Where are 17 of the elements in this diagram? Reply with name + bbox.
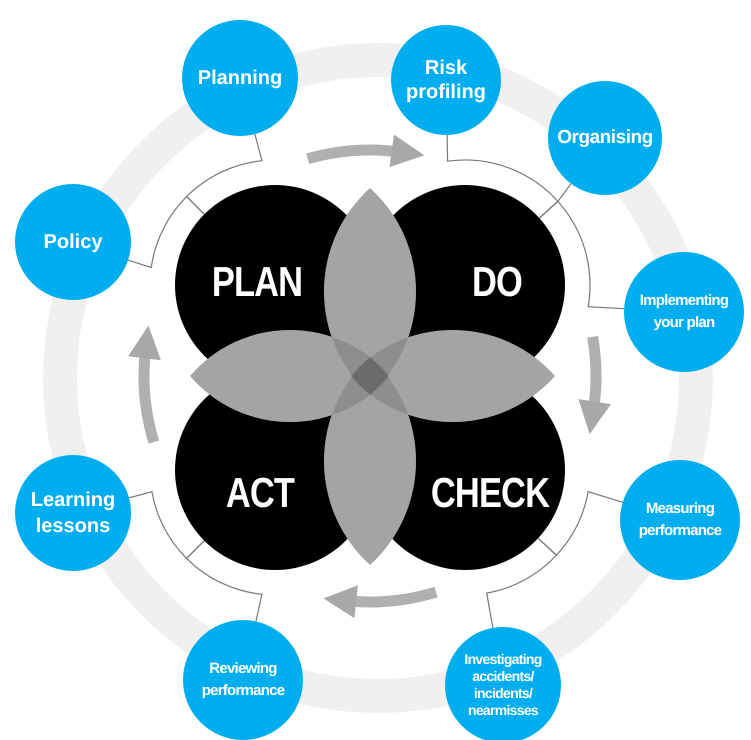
stage-label: ACT: [226, 472, 294, 514]
topic-label: Organising: [556, 126, 654, 150]
stage-label: DO: [472, 261, 522, 303]
stage-label: CHECK: [430, 472, 550, 514]
bracket-line: [538, 200, 624, 310]
topic-label: Planning: [196, 66, 284, 91]
topic-label: Risk profiling: [405, 56, 487, 104]
bracket-line: [128, 196, 205, 268]
bracket-line: [186, 540, 263, 622]
topic-label: Implementing your plan: [638, 291, 730, 333]
topic-label: Measuring performance: [638, 499, 722, 541]
topic-label: Policy: [42, 230, 104, 255]
topic-label: Investigating accidents/ incidents/ nearmisses: [463, 651, 543, 719]
topic-label: Reviewing performance: [200, 659, 286, 701]
topic-label: Learning lessons: [30, 488, 116, 539]
bracket-line: [486, 538, 558, 628]
stage-label: PLAN: [212, 261, 302, 303]
